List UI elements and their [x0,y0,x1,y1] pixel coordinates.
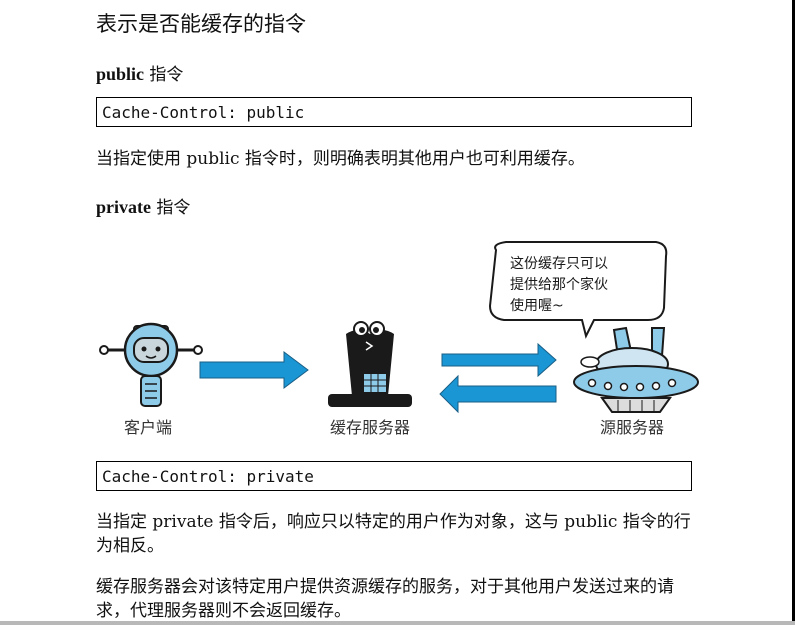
public-description: 当指定使用 public 指令时，则明确表明其他用户也可利用缓存。 [96,149,585,169]
private-description-2: 缓存服务器会对该特定用户提供资源缓存的服务，对于其他用户发送过来的请求，代理服务… [96,577,674,621]
private-code-block: Cache-Control: private [96,461,692,491]
public-suffix: 指令 [144,65,184,85]
private-keyword: private [96,197,151,217]
private-directive-illustration: 客户端 缓存服务器 这份缓存只可以 提供给那个家伙 使用喔~ [99,241,699,437]
client-label: 客户端 [124,418,172,437]
public-directive-title: public 指令 [96,60,183,85]
backward-arrow-icon [439,374,557,414]
client-robot-icon [99,322,203,407]
origin-server-label: 源服务器 [600,418,664,437]
cache-server-icon [328,321,412,407]
forward-arrow-icon [441,342,557,378]
section-heading: 表示是否能缓存的指令 [96,12,306,36]
bottom-border [0,621,795,625]
bubble-line-3: 使用喔~ [510,297,564,314]
private-description: 当指定 private 指令后，响应只以特定的用户作为对象，这与 public … [96,512,691,556]
public-keyword: public [96,64,145,84]
right-border [792,0,795,625]
bubble-line-1: 这份缓存只可以 [510,255,608,272]
private-suffix: 指令 [150,198,191,218]
private-directive-title: private 指令 [96,193,190,218]
cache-server-label: 缓存服务器 [330,418,410,437]
request-arrow-icon [199,351,309,389]
public-code-block: Cache-Control: public [96,97,692,127]
bubble-line-2: 提供给那个家伙 [510,276,608,293]
speech-bubble: 这份缓存只可以 提供给那个家伙 使用喔~ [488,241,668,339]
origin-server-icon [573,326,699,413]
